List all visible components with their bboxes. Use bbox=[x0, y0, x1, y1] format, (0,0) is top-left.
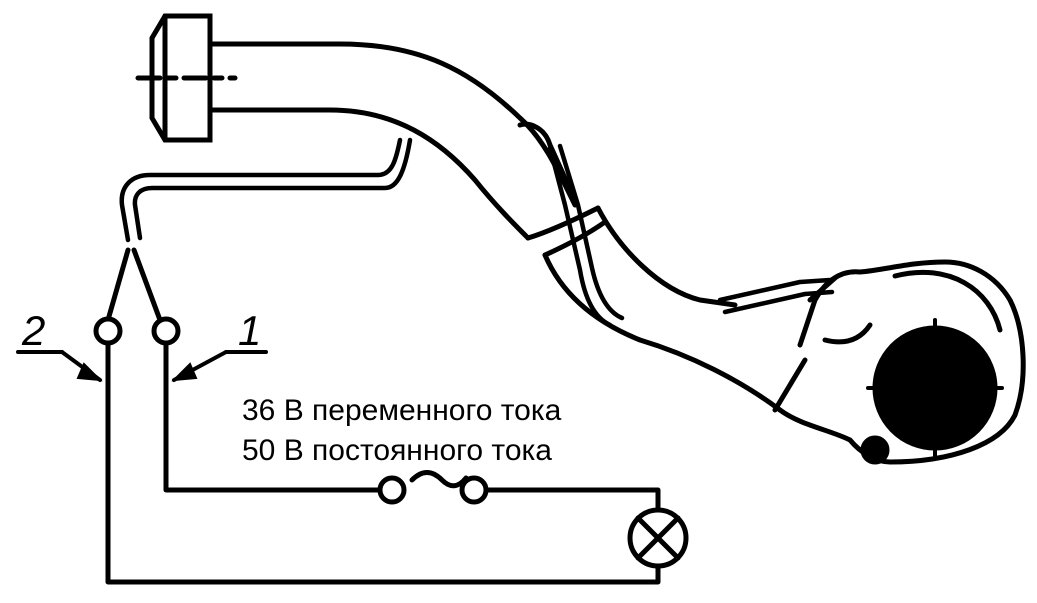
test-circuit bbox=[105, 247, 661, 585]
wire-conductor bbox=[119, 137, 835, 328]
terminal-2 bbox=[93, 316, 123, 346]
lamp-icon bbox=[627, 507, 689, 569]
spark-plug-terminal bbox=[772, 259, 1026, 465]
bent-tube bbox=[207, 41, 783, 413]
terminal-1 bbox=[151, 316, 181, 346]
wire-label-1: 1 bbox=[238, 307, 261, 354]
hex-nut bbox=[135, 13, 238, 143]
leader-1 bbox=[171, 350, 268, 382]
voltage-dc-label: 50 В постоянного тока bbox=[242, 434, 552, 467]
leader-2 bbox=[16, 350, 103, 382]
terminal-icon bbox=[93, 316, 181, 346]
wire-label-2: 2 bbox=[21, 307, 45, 354]
voltage-ac-label: 36 В переменного тока bbox=[242, 394, 562, 427]
ac-source-icon bbox=[377, 470, 489, 505]
